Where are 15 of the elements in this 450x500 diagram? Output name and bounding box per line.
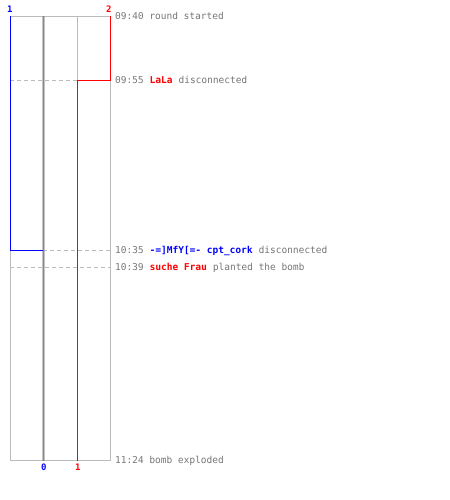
event-time: 09:55 bbox=[115, 75, 144, 86]
event-time: 10:35 bbox=[115, 245, 144, 256]
axis-number: 1 bbox=[75, 463, 80, 473]
event-time: 10:39 bbox=[115, 262, 144, 273]
axis-number: 0 bbox=[41, 463, 46, 473]
player-name: suche Frau bbox=[150, 262, 207, 273]
event-text: disconnected bbox=[178, 75, 248, 86]
event-text: 11:24 bomb exploded bbox=[115, 455, 224, 466]
player-name: -=]MfY[=- cpt_cork bbox=[150, 245, 253, 256]
axis-number: 2 bbox=[106, 5, 112, 15]
event-text: 09:40 round started bbox=[115, 11, 224, 22]
event-text: planted the bomb bbox=[212, 262, 304, 273]
axis-number: 1 bbox=[7, 5, 12, 15]
player-name: LaLa bbox=[150, 75, 172, 86]
event-text: disconnected bbox=[258, 245, 328, 256]
